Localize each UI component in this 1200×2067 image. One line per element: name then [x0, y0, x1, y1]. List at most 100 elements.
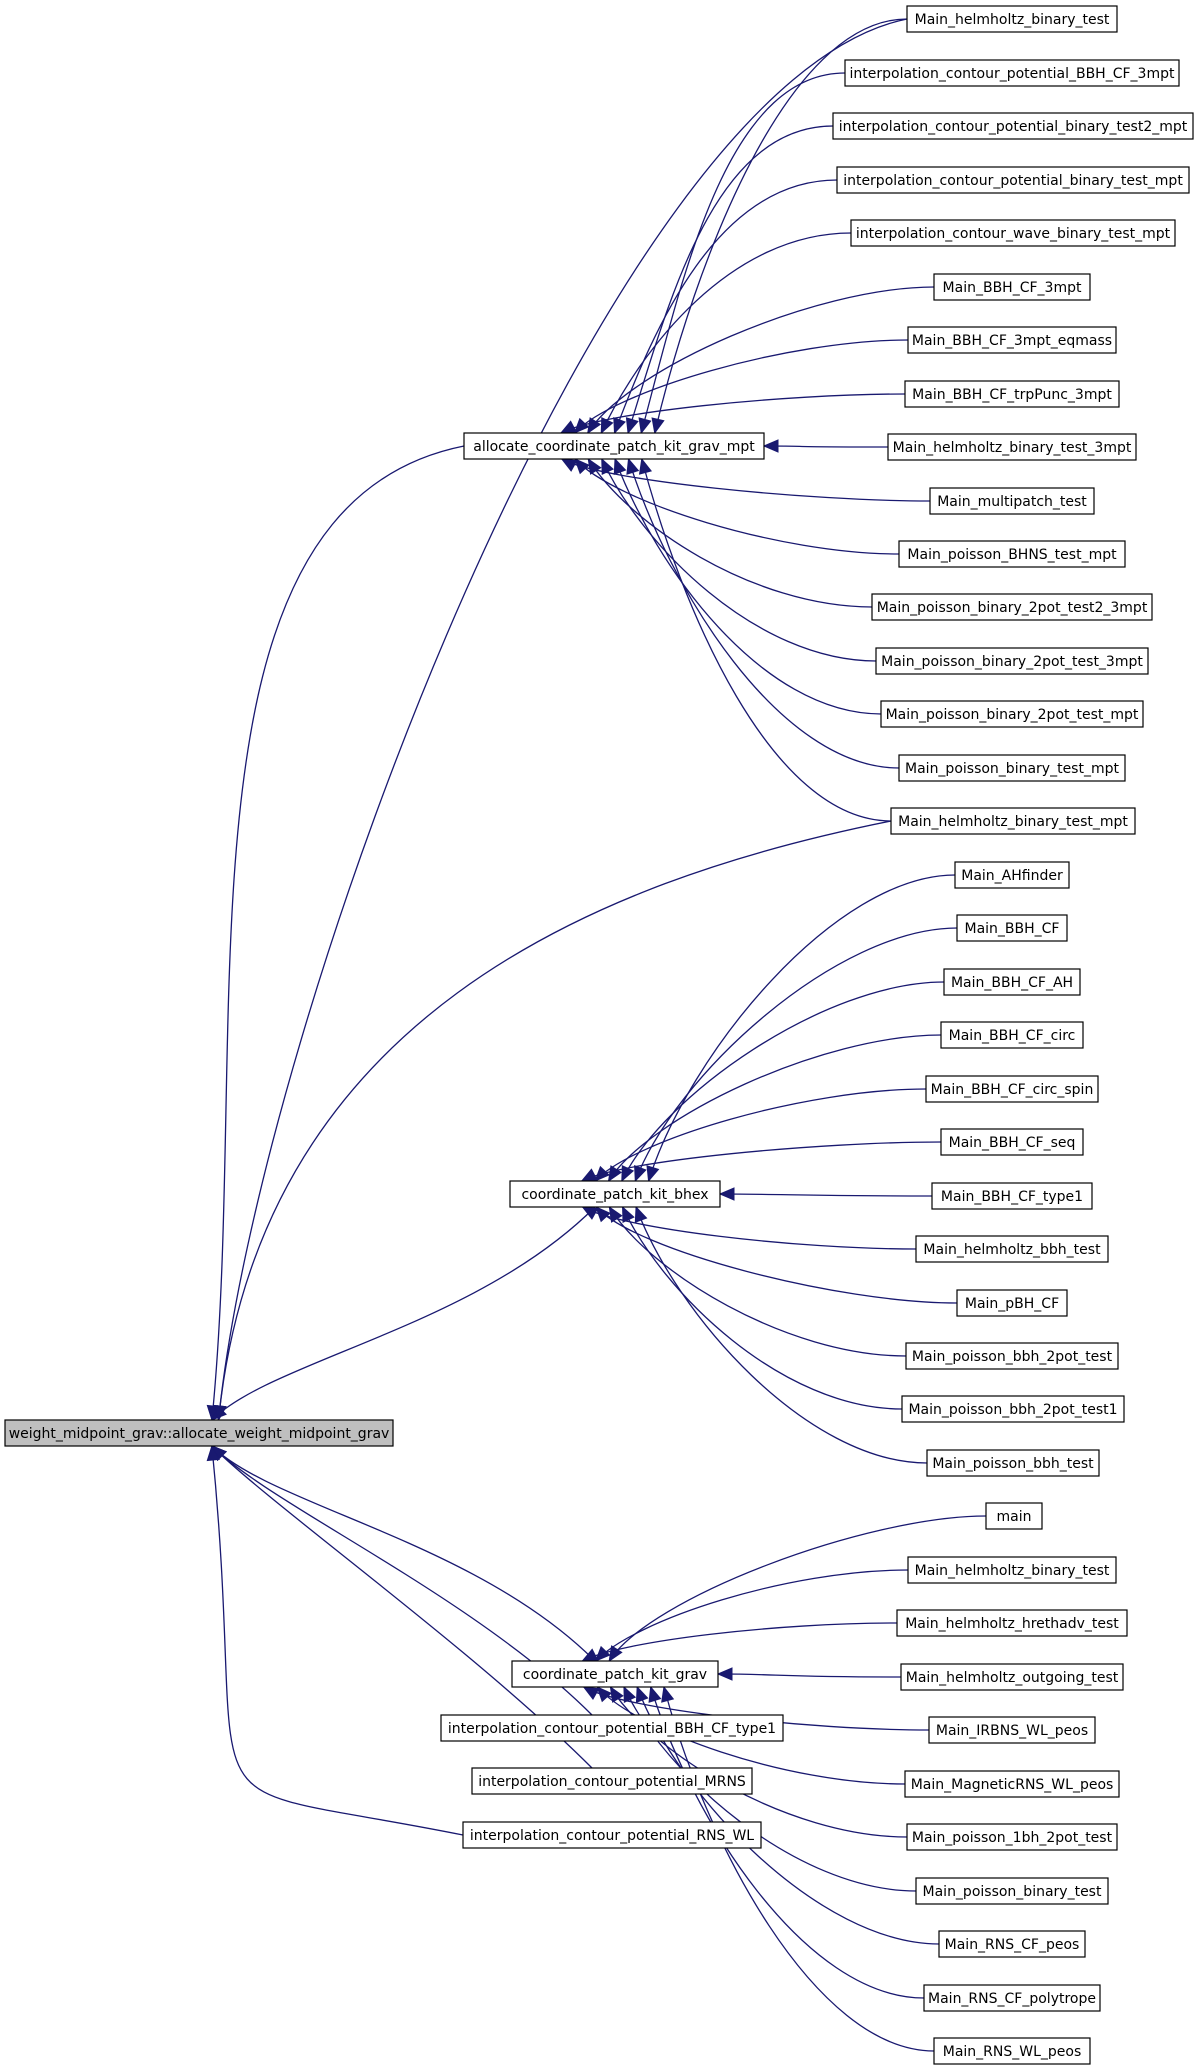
node-main-ahfinder[interactable]: Main_AHfinder	[954, 861, 1070, 889]
arrowhead	[559, 420, 577, 434]
node-label: Main_helmholtz_binary_test	[915, 1563, 1110, 1579]
node-main-poisson-binary-2pot-test-mpt[interactable]: Main_poisson_binary_2pot_test_mpt	[880, 700, 1144, 728]
node-box	[904, 1770, 1120, 1798]
edge-acm-to-a6	[574, 339, 909, 434]
node-main-magneticrns-wl-peos[interactable]: Main_MagneticRNS_WL_peos	[904, 1770, 1120, 1798]
node-main-helmholtz-binary-test-mpt[interactable]: Main_helmholtz_binary_test_mpt	[890, 807, 1136, 835]
node-label: Main_MagneticRNS_WL_peos	[911, 1777, 1114, 1793]
node-allocate-coordinate-patch-kit-grav-mpt[interactable]: allocate_coordinate_patch_kit_grav_mpt	[463, 432, 765, 460]
node-main-poisson-bbh-2pot-test[interactable]: Main_poisson_bbh_2pot_test	[905, 1342, 1119, 1370]
node-main-poisson-bbh-test[interactable]: Main_poisson_bbh_test	[926, 1449, 1100, 1477]
node-box	[926, 1449, 1100, 1477]
node-box	[4, 1419, 394, 1447]
node-box	[928, 1716, 1096, 1744]
node-main[interactable]: main	[985, 1502, 1043, 1530]
edge-cbh-to-b6	[719, 1193, 933, 1197]
node-layer: weight_midpoint_grav::allocate_weight_mi…	[4, 5, 1194, 2065]
node-coordinate-patch-kit-bhex[interactable]: coordinate_patch_kit_bhex	[509, 1180, 721, 1208]
node-main-bbh-cf-ah[interactable]: Main_BBH_CF_AH	[943, 968, 1081, 996]
node-box	[898, 540, 1126, 568]
node-main-multipatch-test[interactable]: Main_multipatch_test	[929, 487, 1095, 515]
arrowhead	[582, 1686, 600, 1700]
edge-acm-to-a11	[587, 458, 873, 608]
edge-cgr-to-c3	[717, 1673, 902, 1678]
node-main-bbh-cf-circ-spin[interactable]: Main_BBH_CF_circ_spin	[925, 1075, 1099, 1103]
edge-cgr-to-c9	[650, 1686, 925, 1999]
node-label: coordinate_patch_kit_grav	[523, 1667, 707, 1683]
node-label: Main_helmholtz_outgoing_test	[906, 1670, 1119, 1686]
node-main-bbh-cf-seq[interactable]: Main_BBH_CF_seq	[940, 1128, 1084, 1156]
node-main-bbh-cf-circ[interactable]: Main_BBH_CF_circ	[940, 1021, 1084, 1049]
node-main-poisson-binary-2pot-test2-3mpt[interactable]: Main_poisson_binary_2pot_test2_3mpt	[871, 593, 1153, 621]
node-main-poisson-1bh-2pot-test[interactable]: Main_poisson_1bh_2pot_test	[906, 1823, 1118, 1851]
node-coordinate-patch-kit-grav[interactable]: coordinate_patch_kit_grav	[511, 1660, 719, 1688]
node-label: Main_AHfinder	[961, 868, 1063, 884]
edge-acm-to-a14	[627, 458, 900, 769]
node-box	[509, 1180, 721, 1208]
node-main-bbh-cf-3mpt[interactable]: Main_BBH_CF_3mpt	[933, 273, 1091, 301]
edge-cbh-to-b1	[634, 927, 958, 1182]
node-main-poisson-binary-2pot-test-3mpt[interactable]: Main_poisson_binary_2pot_test_3mpt	[875, 647, 1149, 675]
node-main-helmholtz-hrethadv-test[interactable]: Main_helmholtz_hrethadv_test	[896, 1609, 1128, 1637]
node-interpolation-contour-potential-bbh-cf-3mpt[interactable]: interpolation_contour_potential_BBH_CF_3…	[844, 59, 1180, 87]
node-main-poisson-bbh-2pot-test1[interactable]: Main_poisson_bbh_2pot_test1	[901, 1395, 1125, 1423]
node-main-rns-cf-peos[interactable]: Main_RNS_CF_peos	[938, 1930, 1086, 1958]
node-main-helmholtz-bbh-test[interactable]: Main_helmholtz_bbh_test	[915, 1235, 1109, 1263]
edge-acm-to-a3	[613, 179, 838, 434]
node-box	[923, 1984, 1101, 2012]
node-box	[875, 647, 1149, 675]
arrowhead	[206, 1444, 221, 1462]
node-main-bbh-cf-type1[interactable]: Main_BBH_CF_type1	[931, 1182, 1093, 1210]
arrowhead	[213, 1404, 227, 1422]
node-interpolation-contour-potential-bbh-cf-type1[interactable]: interpolation_contour_potential_BBH_CF_t…	[440, 1714, 784, 1742]
node-label: interpolation_contour_potential_binary_t…	[839, 119, 1188, 135]
root-node[interactable]: weight_midpoint_grav::allocate_weight_mi…	[4, 1419, 394, 1447]
node-box	[915, 1235, 1109, 1263]
node-box	[956, 914, 1068, 942]
edge-root-to-cbh	[211, 1206, 596, 1421]
node-main-poisson-binary-test[interactable]: Main_poisson_binary_test	[915, 1877, 1109, 1905]
node-main-irbns-wl-peos[interactable]: Main_IRBNS_WL_peos	[928, 1716, 1096, 1744]
node-interpolation-contour-potential-rns-wl[interactable]: interpolation_contour_potential_RNS_WL	[462, 1821, 762, 1849]
node-main-poisson-bhns-test-mpt[interactable]: Main_poisson_BHNS_test_mpt	[898, 540, 1126, 568]
node-label: Main_poisson_bbh_test	[932, 1456, 1094, 1472]
arrowhead	[646, 1165, 660, 1183]
node-interpolation-contour-potential-mrns[interactable]: interpolation_contour_potential_MRNS	[471, 1767, 753, 1795]
node-interpolation-contour-wave-binary-test-mpt[interactable]: interpolation_contour_wave_binary_test_m…	[850, 219, 1176, 247]
arrowhead	[613, 457, 627, 475]
node-label: allocate_coordinate_patch_kit_grav_mpt	[473, 439, 755, 455]
node-box	[836, 166, 1190, 194]
node-main-bbh-cf-trppunc-3mpt[interactable]: Main_BBH_CF_trpPunc_3mpt	[904, 380, 1120, 408]
edge-root-to-acm	[211, 445, 465, 1421]
node-main-helmholtz-outgoing-test[interactable]: Main_helmholtz_outgoing_test	[900, 1663, 1124, 1691]
node-main-bbh-cf-3mpt-eqmass[interactable]: Main_BBH_CF_3mpt_eqmass	[907, 326, 1117, 354]
arrowhead	[626, 457, 640, 475]
node-main-rns-cf-polytrope[interactable]: Main_RNS_CF_polytrope	[923, 1984, 1101, 2012]
node-label: Main_BBH_CF_type1	[941, 1189, 1083, 1205]
node-label: interpolation_contour_potential_MRNS	[478, 1774, 746, 1790]
node-label: Main_BBH_CF_AH	[951, 975, 1073, 991]
edge-acm-to-a4	[600, 232, 852, 434]
node-interpolation-contour-potential-binary-test2-mpt[interactable]: interpolation_contour_potential_binary_t…	[832, 112, 1194, 140]
node-label: Main_helmholtz_bbh_test	[923, 1242, 1101, 1258]
edge-cgr-to-c10	[663, 1686, 935, 2052]
node-label: Main_BBH_CF_circ_spin	[931, 1082, 1094, 1098]
node-main-poisson-binary-test-mpt[interactable]: Main_poisson_binary_test_mpt	[898, 754, 1126, 782]
edge-cbh-to-b7	[582, 1206, 917, 1250]
arrowhead	[634, 1165, 647, 1183]
arrowhead	[623, 1685, 637, 1703]
edge-acm-to-a2	[627, 125, 834, 434]
edge-cbh-to-b5	[581, 1141, 942, 1182]
node-main-pbh-cf[interactable]: Main_pBH_CF	[956, 1289, 1068, 1317]
node-main-rns-wl-peos[interactable]: Main_RNS_WL_peos	[933, 2037, 1091, 2065]
node-box	[896, 1609, 1128, 1637]
node-interpolation-contour-potential-binary-test-mpt[interactable]: interpolation_contour_potential_binary_t…	[836, 166, 1190, 194]
node-label: Main_pBH_CF	[965, 1296, 1059, 1312]
node-main-helmholtz-binary-test[interactable]: Main_helmholtz_binary_test	[906, 5, 1118, 33]
node-main-helmholtz-binary-test-3mpt[interactable]: Main_helmholtz_binary_test_3mpt	[887, 433, 1137, 461]
node-box	[940, 1128, 1084, 1156]
node-main-bbh-cf[interactable]: Main_BBH_CF	[956, 914, 1068, 942]
node-main-helmholtz-binary-test[interactable]: Main_helmholtz_binary_test	[907, 1556, 1117, 1584]
node-box	[871, 593, 1153, 621]
